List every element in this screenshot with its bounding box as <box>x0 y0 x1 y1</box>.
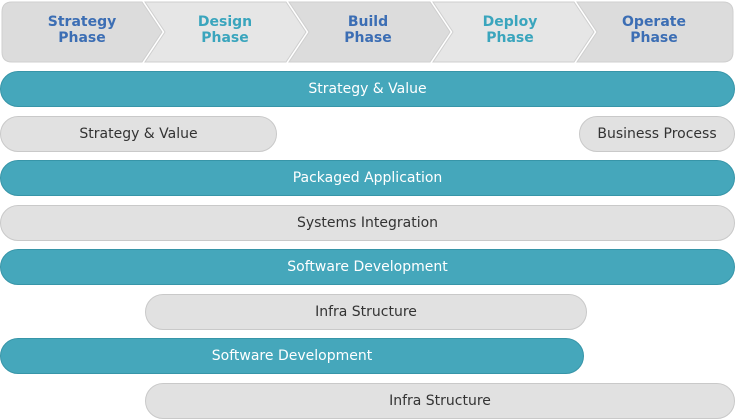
phase-label-deploy: Deploy Phase <box>482 14 538 46</box>
phase-chevron-build <box>288 1 451 63</box>
bar-strategy-value-full: Strategy & Value <box>0 71 735 107</box>
bar-software-development-1: Software Development <box>0 249 735 285</box>
phase-chevron-operate <box>576 1 734 63</box>
bar-business-process: Business Process <box>579 116 735 152</box>
bar-infra-structure-2: Infra Structure <box>145 383 735 419</box>
phase-label-strategy: Strategy Phase <box>47 14 117 46</box>
phase-chevron-design <box>144 1 307 63</box>
phase-label-design: Design Phase <box>197 14 253 46</box>
bar-strategy-value: Strategy & Value <box>0 116 277 152</box>
bar-infra-structure-1: Infra Structure <box>145 294 587 330</box>
bar-systems-integration: Systems Integration <box>0 205 735 241</box>
phase-chevron-strategy <box>1 1 163 63</box>
phase-label-operate: Operate Phase <box>622 14 686 46</box>
phase-chevrons <box>1 1 734 63</box>
bar-packaged-application: Packaged Application <box>0 160 735 196</box>
bar-software-development-2: Software Development <box>0 338 584 374</box>
phase-chevron-deploy <box>432 1 595 63</box>
phase-label-build: Build Phase <box>344 14 392 46</box>
